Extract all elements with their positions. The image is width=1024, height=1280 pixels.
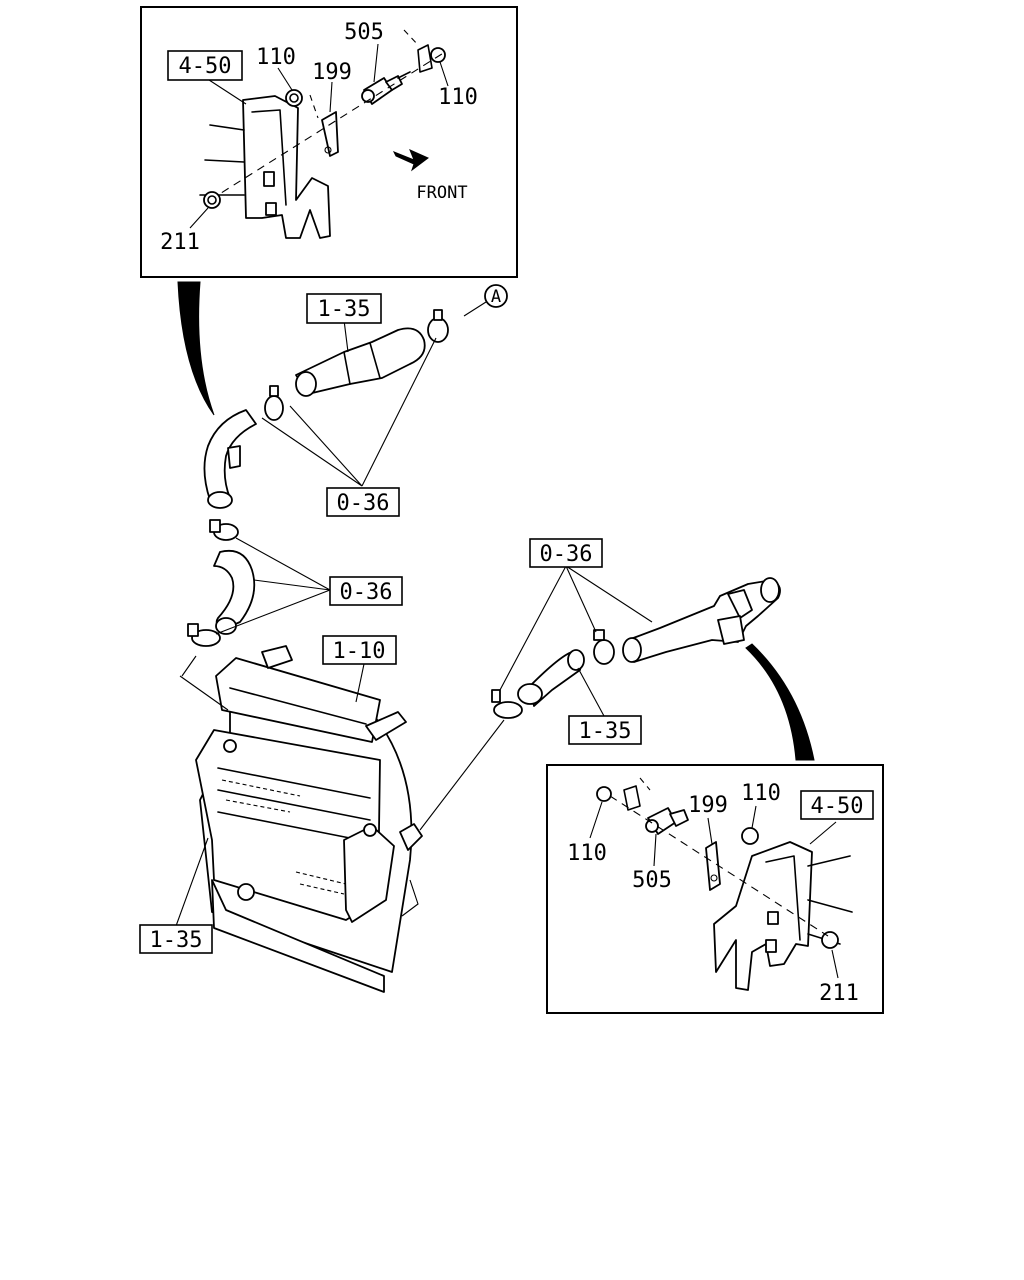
label-4-50-top: 4-50 (179, 54, 232, 79)
label-1-10: 1-10 (333, 639, 386, 664)
top-detail-inset: 4-50 110 199 505 110 211 FRONT (140, 6, 518, 278)
label-1-35-upper: 1-35 (318, 297, 371, 322)
label-110-bottom-left: 110 (567, 841, 607, 866)
label-199-bottom: 199 (688, 793, 728, 818)
bottom-detail-inset: 110 199 110 505 4-50 211 (546, 764, 884, 1014)
callout-a: A (491, 287, 501, 307)
right-hose-assembly: 0-36 1-35 (419, 538, 781, 831)
front-arrow-label: FRONT (416, 183, 467, 203)
label-110-bottom-right: 110 (741, 781, 781, 806)
label-0-36-upper: 0-36 (337, 491, 390, 516)
label-0-36-right: 0-36 (540, 542, 593, 567)
label-1-35-radiator: 1-35 (150, 928, 203, 953)
inset-pointer-top (177, 281, 215, 416)
upper-hose-assembly: A 1-35 0-36 (203, 284, 508, 517)
label-505-bottom: 505 (632, 868, 672, 893)
label-4-50-bottom: 4-50 (811, 794, 864, 819)
label-505-top: 505 (344, 20, 384, 45)
label-199-top: 199 (312, 60, 352, 85)
radiator-assembly: 1-10 1-35 (139, 635, 423, 993)
label-0-36-left: 0-36 (340, 580, 393, 605)
label-211-top: 211 (160, 230, 200, 255)
left-lower-hose: 0-36 (187, 519, 403, 647)
inset-pointer-bottom (745, 643, 815, 761)
label-110-top-right: 110 (438, 85, 478, 110)
label-211-bottom: 211 (819, 981, 859, 1006)
label-110-top-left: 110 (256, 45, 296, 70)
label-1-35-right: 1-35 (579, 719, 632, 744)
